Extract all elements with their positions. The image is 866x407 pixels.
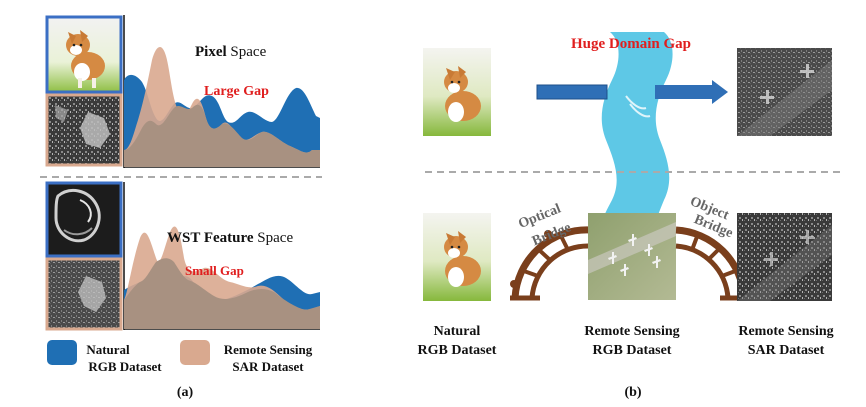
river-highlight <box>629 103 651 118</box>
label-natural-line1: Natural <box>434 324 481 339</box>
overlap-bottom <box>124 258 320 329</box>
label-rs-sar-line1: Remote Sensing <box>738 324 833 339</box>
pixel-space-title: Pixel Space <box>195 44 267 60</box>
river-highlight <box>625 95 647 110</box>
sar-image-thumb-top <box>45 93 123 167</box>
label-rs-rgb-line2: RGB Dataset <box>593 343 672 358</box>
label-natural-line2: RGB Dataset <box>418 343 497 358</box>
panel-b: Huge Domain Gap <box>418 32 845 400</box>
rs-rgb-aerial-image <box>588 213 676 300</box>
panel-a: Pixel Space Large Gap WST Feature Space … <box>40 15 322 400</box>
arrow-segment-left <box>536 84 608 100</box>
arrow-head <box>712 80 728 104</box>
river <box>601 32 673 230</box>
caption-a: (a) <box>177 385 194 400</box>
label-rs-rgb-line1: Remote Sensing <box>584 324 679 339</box>
optical-bridge <box>510 226 591 301</box>
legend-natural-line1: Natural <box>86 342 130 357</box>
wst-feature-space-title: WST Feature Space <box>167 230 293 246</box>
legend-sar-line2: SAR Dataset <box>232 359 304 374</box>
dog-icon <box>66 30 105 88</box>
legend-swatch-sar <box>180 340 210 365</box>
airplane-icon <box>608 234 661 276</box>
caption-b: (b) <box>624 385 641 400</box>
natural-image-thumb-top <box>45 15 123 94</box>
natural-image-bottom <box>423 213 491 301</box>
overlap-top <box>124 104 320 167</box>
natural-image-top <box>423 48 491 136</box>
large-gap-label: Large Gap <box>204 84 269 99</box>
domain-gap-label: Huge Domain Gap <box>571 36 691 52</box>
wst-sar-thumb <box>45 257 123 331</box>
wst-natural-thumb <box>45 181 123 258</box>
legend-swatch-natural <box>47 340 77 365</box>
sar-image-top <box>737 48 832 136</box>
label-rs-sar-line2: SAR Dataset <box>748 343 825 358</box>
legend: Natural RGB Dataset Remote Sensing SAR D… <box>47 340 313 374</box>
legend-sar-line1: Remote Sensing <box>224 342 313 357</box>
sar-image-bottom <box>737 213 832 301</box>
small-gap-label: Small Gap <box>185 263 244 278</box>
legend-natural-line2: RGB Dataset <box>88 359 162 374</box>
